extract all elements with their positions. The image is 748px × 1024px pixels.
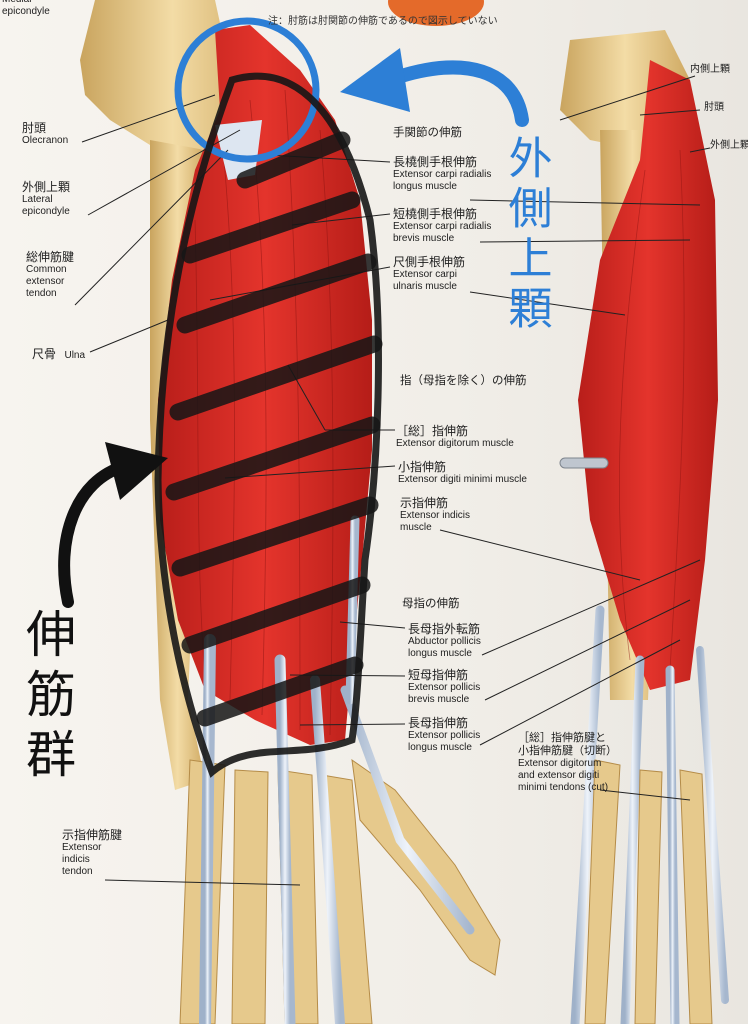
label-epb: 短母指伸筋 Extensor pollicis brevis muscle xyxy=(408,668,480,706)
label-apl-jp: 長母指外転筋 xyxy=(408,622,481,636)
label-ei-jp: 示指伸筋 xyxy=(400,496,449,510)
annotation-blue-text: 外側上顆 xyxy=(500,135,552,335)
label-tendons-cut-en: Extensor digitorum and extensor digiti m… xyxy=(518,757,609,793)
label-medial-epicondyle: Medial epicondyle xyxy=(2,0,50,17)
label-ecu-en: Extensor carpi ulnaris muscle xyxy=(393,269,457,292)
hatch-stripes xyxy=(165,131,383,727)
label-ecu: 尺側手根伸筋 Extensor carpi ulnaris muscle xyxy=(393,255,465,293)
label-edm: 小指伸筋 Extensor digiti minimi muscle xyxy=(398,460,527,486)
label-epl: 長母指伸筋 Extensor pollicis longus muscle xyxy=(408,716,480,754)
label-apl-en: Abductor pollicis longus muscle xyxy=(408,636,481,659)
annotation-extensor-group: 伸筋群 xyxy=(14,608,84,788)
label-indicis-tendon: 示指伸筋腱 Extensor indicis tendon xyxy=(62,828,122,878)
label-epb-en: Extensor pollicis brevis muscle xyxy=(408,682,481,705)
label-ecu-jp: 尺側手根伸筋 xyxy=(393,255,466,269)
group-wrist-extensors: 手関節の伸筋 xyxy=(393,127,462,139)
black-arrow-shaft xyxy=(58,460,131,608)
clip-right xyxy=(559,457,609,469)
label-ecrl-en: Extensor carpi radialis longus muscle xyxy=(393,169,492,192)
label-indicis-tendon-en: Extensor indicis tendon xyxy=(62,842,102,877)
label-indicis-tendon-jp: 示指伸筋腱 xyxy=(62,828,123,842)
black-arrow-head xyxy=(105,442,168,500)
label-ed: ［総］指伸筋 Extensor digitorum muscle xyxy=(396,424,514,450)
label-ecrb-jp: 短橈側手根伸筋 xyxy=(393,207,478,221)
label-ulna-en: Ulna xyxy=(64,350,86,361)
tendons-right xyxy=(570,605,729,1024)
label-right-medial: 内側上顆 xyxy=(690,64,730,75)
label-olecranon: 肘頭 Olecranon xyxy=(22,121,68,147)
label-tendons-cut-jp: ［総］指伸筋腱と 小指伸筋腱（切断） xyxy=(518,732,617,757)
blue-arrow-head xyxy=(340,48,410,112)
label-common-jp: 総伸筋腱 xyxy=(26,250,75,264)
deep-muscles-right xyxy=(578,60,718,690)
group-finger-extensors: 指（母指を除く）の伸筋 xyxy=(400,375,527,387)
label-ecrb: 短橈側手根伸筋 Extensor carpi radialis brevis m… xyxy=(393,207,491,245)
figure-note: 注：肘筋は肘関節の伸筋であるので図示していない xyxy=(268,16,498,27)
label-tendons-cut: ［総］指伸筋腱と 小指伸筋腱（切断） Extensor digitorum an… xyxy=(518,732,617,793)
label-epb-jp: 短母指伸筋 xyxy=(408,668,469,682)
label-epl-en: Extensor pollicis longus muscle xyxy=(408,730,481,753)
label-ecrl-jp: 長橈側手根伸筋 xyxy=(393,155,478,169)
label-ei: 示指伸筋 Extensor indicis muscle xyxy=(400,496,470,534)
annotation-black-text: 伸筋群 xyxy=(18,608,76,788)
common-tendon-left xyxy=(215,120,262,180)
label-lateral-epicondyle: 外側上顆 Lateral epicondyle xyxy=(22,180,70,218)
label-olecranon-jp: 肘頭 xyxy=(22,121,47,135)
label-ecrl: 長橈側手根伸筋 Extensor carpi radialis longus m… xyxy=(393,155,491,193)
hand-bones-right xyxy=(584,759,713,1024)
label-right-olecranon: 肘頭 xyxy=(704,102,724,113)
lateral-epicondyle-circle xyxy=(174,17,320,163)
annotation-lateral-epicondyle: 外側上顆 xyxy=(500,135,560,335)
extensor-group-outline xyxy=(154,72,382,778)
label-edm-jp: 小指伸筋 xyxy=(398,460,447,474)
label-ed-jp: ［総］指伸筋 xyxy=(396,424,469,438)
group-thumb-extensors: 母指の伸筋 xyxy=(402,598,460,610)
blue-arrow-shaft xyxy=(388,60,529,127)
label-ei-en: Extensor indicis muscle xyxy=(400,510,471,533)
label-ulna-jp: 尺骨 xyxy=(32,347,57,361)
label-ecrb-en: Extensor carpi radialis brevis muscle xyxy=(393,221,492,244)
label-common-en: Common extensor tendon xyxy=(26,264,67,299)
label-olecranon-en: Olecranon xyxy=(22,135,69,147)
label-epl-jp: 長母指伸筋 xyxy=(408,716,469,730)
orange-object xyxy=(388,0,484,26)
label-right-lateral: 外側上顆 xyxy=(710,140,748,151)
label-lateral-en: Lateral epicondyle xyxy=(22,194,70,217)
label-common-extensor-tendon: 総伸筋腱 Common extensor tendon xyxy=(26,250,74,300)
label-edm-en: Extensor digiti minimi muscle xyxy=(398,474,527,486)
label-ed-en: Extensor digitorum muscle xyxy=(396,438,514,450)
label-ulna: 尺骨 Ulna xyxy=(32,345,85,364)
label-apl: 長母指外転筋 Abductor pollicis longus muscle xyxy=(408,622,481,660)
label-lateral-jp: 外側上顆 xyxy=(22,180,71,194)
